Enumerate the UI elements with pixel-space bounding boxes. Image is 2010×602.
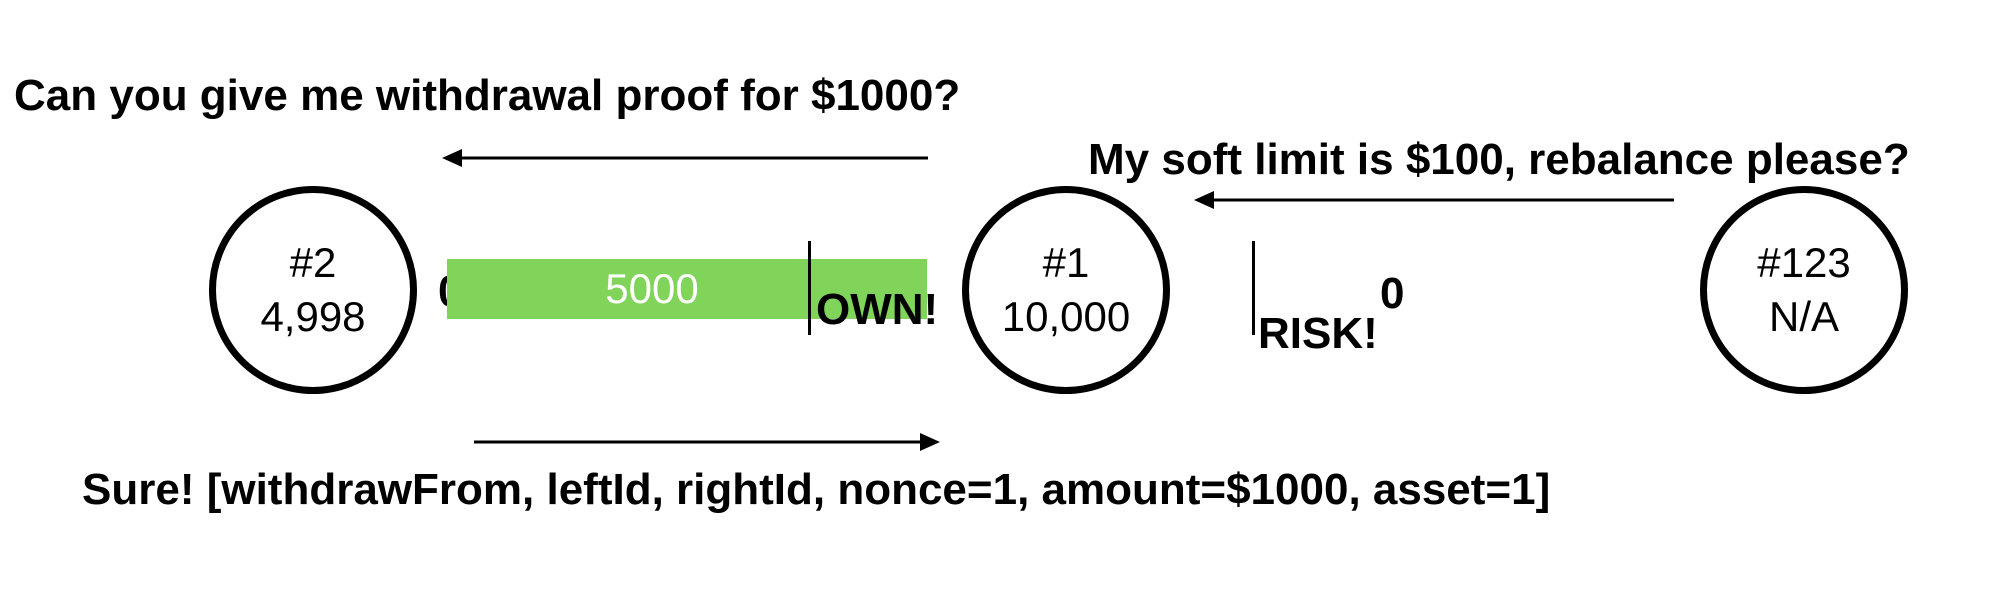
own-label: OWN! — [816, 285, 939, 334]
risk-zero-label: 0 — [1380, 269, 1405, 318]
node-id: #1 — [1042, 239, 1090, 286]
channel-capacity-bar: 5000 — [447, 259, 927, 319]
arrow-left-right-node — [1194, 191, 1674, 209]
node-2: #2 4,998 — [209, 186, 417, 394]
node-balance: N/A — [1768, 293, 1839, 340]
node-1: #1 10,000 — [962, 186, 1170, 394]
node-balance: 10,000 — [1001, 293, 1131, 340]
channel-bar-label: 5000 — [605, 265, 699, 312]
arrow-right-bottom — [474, 433, 940, 451]
node-balance: 4,998 — [260, 293, 366, 340]
node-123: #123 N/A — [1700, 186, 1908, 394]
withdrawal-request-message: Can you give me withdrawal proof for $10… — [14, 71, 961, 120]
risk-label: RISK! — [1258, 309, 1378, 358]
node-id: #123 — [1757, 239, 1851, 286]
withdrawal-response-message: Sure! [withdrawFrom, leftId, rightId, no… — [82, 465, 1551, 514]
arrow-left-top — [442, 149, 928, 167]
risk-divider-line — [1252, 241, 1255, 335]
node-id: #2 — [289, 239, 337, 286]
channel-divider-line — [808, 241, 811, 335]
soft-limit-message: My soft limit is $100, rebalance please? — [1088, 135, 1910, 184]
